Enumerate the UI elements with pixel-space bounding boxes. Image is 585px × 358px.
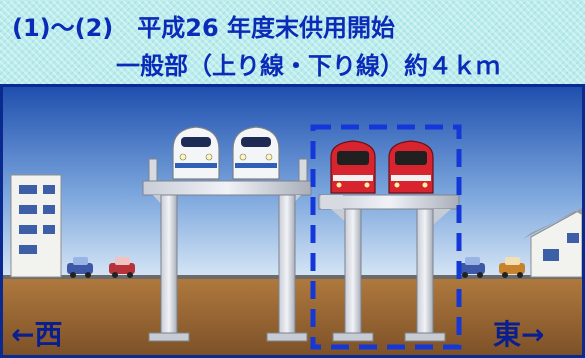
shinkansen-train-2 <box>232 126 280 180</box>
car-left-2 <box>109 257 135 278</box>
red-train-1 <box>330 140 376 194</box>
east-direction-label: 東→ <box>493 318 545 351</box>
car-right-1 <box>459 257 485 278</box>
red-train-2 <box>388 140 434 194</box>
title-line-2: 一般部（上り線・下り線）約４ｋｍ <box>116 52 500 80</box>
cross-section-illustration <box>3 87 582 355</box>
right-house <box>523 208 582 278</box>
shinkansen-train-1 <box>172 126 220 180</box>
car-left-1 <box>67 257 93 278</box>
title-line-1: (1)～(2) 平成26 年度末供用開始 <box>12 14 396 42</box>
left-building <box>10 174 62 278</box>
west-direction-label: ←西 <box>11 318 63 351</box>
highlight-box <box>310 124 462 350</box>
header-banner: (1)～(2) 平成26 年度末供用開始 一般部（上り線・下り線）約４ｋｍ <box>0 0 585 86</box>
right-viaduct <box>318 194 460 342</box>
cross-section-scene: ←西 東→ <box>0 84 585 358</box>
car-right-2 <box>499 257 525 278</box>
left-viaduct <box>142 158 312 342</box>
